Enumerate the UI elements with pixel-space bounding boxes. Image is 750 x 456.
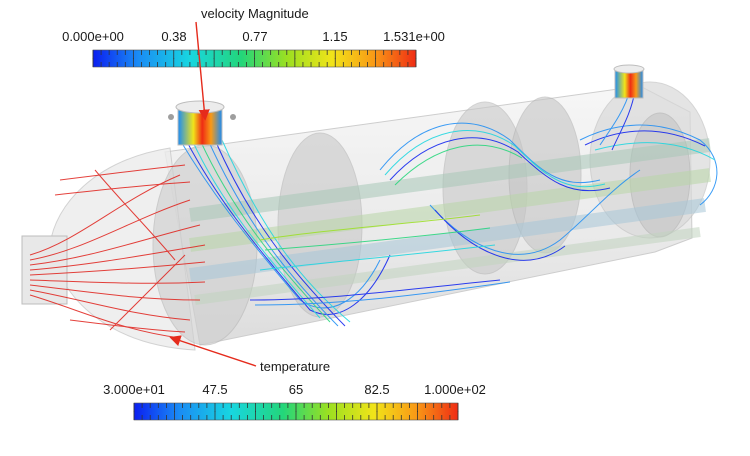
temperature-colorbar-ticks [133,403,459,420]
velocity-annotation-label: velocity Magnitude [201,6,309,21]
temperature-tick-label: 65 [288,382,304,397]
velocity-tick-label: 0.000e+00 [62,29,124,44]
tube-bundle [189,138,711,305]
velocity-tick-label: 0.77 [242,29,268,44]
temperature-annotation-arrow [169,335,257,367]
velocity-tick-label: 1.531e+00 [383,29,445,44]
temperature-tick-label: 3.000e+01 [103,382,165,397]
velocity-tick-label: 1.15 [322,29,348,44]
temperature-colorbar [133,402,459,421]
temperature-tick-label: 1.000e+02 [424,382,486,397]
velocity-tick-label: 0.38 [161,29,187,44]
velocity-colorbar-ticks [92,50,417,67]
temperature-annotation-label: temperature [260,359,331,374]
shell-outlet-nozzle [613,64,645,99]
velocity-colorbar [92,49,417,68]
shell-inlet-nozzle [168,100,236,146]
temperature-tick-label: 82.5 [364,382,390,397]
tube-side-inlet-streamlines [29,164,206,339]
velocity-annotation-arrow [195,21,210,121]
temperature-tick-label: 47.5 [202,382,228,397]
